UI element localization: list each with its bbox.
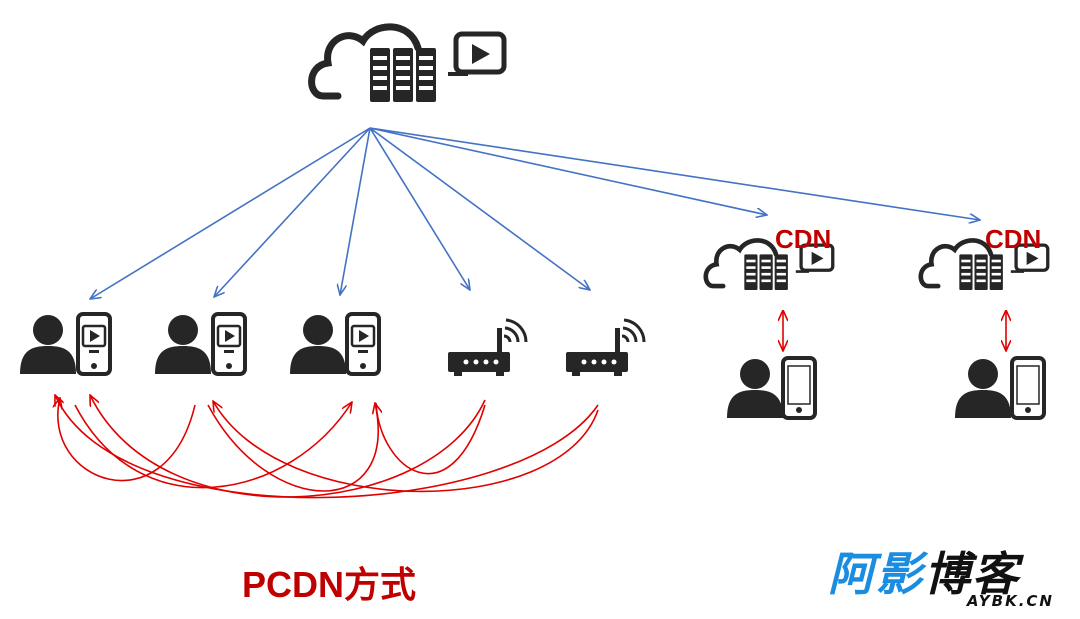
cdn-label-2: CDN — [985, 224, 1042, 254]
p2p-arc — [55, 395, 599, 499]
arrow-to-cdn-2 — [369, 127, 980, 220]
p2p-arc — [90, 395, 486, 498]
logo-subtitle: AYBK.CN — [966, 592, 1054, 610]
arrow-to-cdn-1 — [369, 127, 767, 215]
origin-cloud-server-icon — [312, 27, 504, 102]
cdn-node-2 — [921, 240, 1048, 420]
p2p-arc — [207, 403, 378, 492]
person-icon — [290, 315, 346, 374]
p2p-arc — [375, 402, 486, 475]
peer-user-1 — [20, 312, 112, 376]
arrow-to-router-1 — [369, 127, 470, 290]
person-icon — [955, 359, 1011, 418]
phone-video-icon — [76, 312, 112, 376]
p2p-arc — [213, 401, 599, 493]
diagram-title: PCDN方式 — [242, 564, 417, 605]
arrow-to-user-2 — [214, 127, 371, 297]
phone-icon — [1010, 356, 1046, 420]
person-icon — [155, 315, 211, 374]
peer-user-3 — [290, 312, 381, 376]
arrow-to-user-3 — [340, 127, 371, 295]
person-icon — [20, 315, 76, 374]
phone-video-icon — [211, 312, 247, 376]
phone-icon — [781, 356, 817, 420]
cdn-label-1: CDN — [775, 224, 832, 254]
p2p-arc — [74, 402, 352, 489]
arrow-to-user-1 — [90, 127, 371, 299]
phone-video-icon — [345, 312, 381, 376]
red-p2p-arrows — [55, 395, 599, 499]
arrow-to-router-2 — [369, 127, 590, 290]
cdn-node-1 — [706, 240, 833, 420]
router-icon — [564, 318, 646, 378]
peer-user-2 — [155, 312, 247, 376]
p2p-arc — [58, 398, 196, 482]
person-icon — [727, 359, 783, 418]
logo-part1: 阿影 — [828, 547, 924, 601]
logo-text: 阿影博客 — [828, 548, 1020, 600]
router-icon — [446, 318, 528, 378]
blog-logo: 阿影博客 AYBK.CN — [818, 548, 1068, 614]
logo-part2: 博客 — [924, 547, 1020, 601]
blue-distribution-arrows — [90, 127, 980, 299]
